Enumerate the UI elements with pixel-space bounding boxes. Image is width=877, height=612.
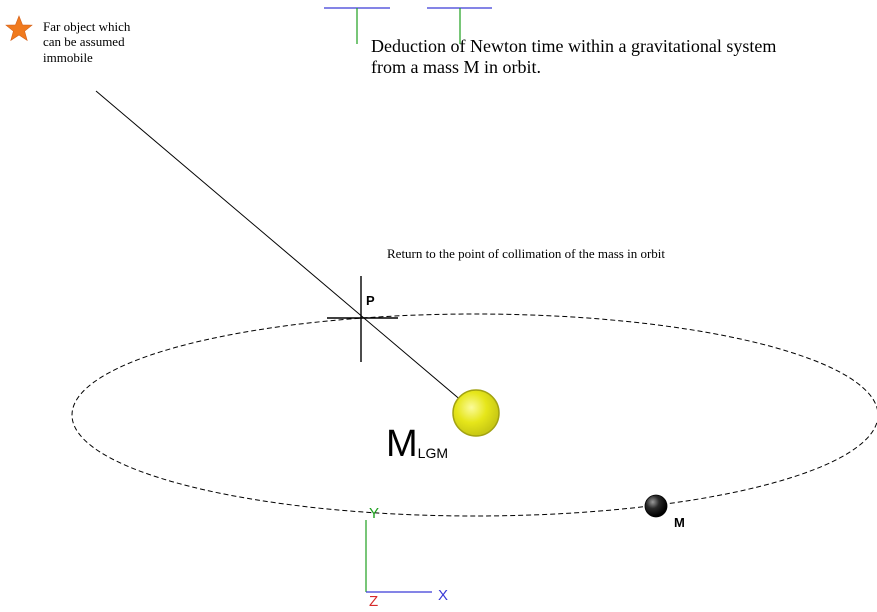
- axis-y-label: Y: [369, 505, 379, 522]
- far-object-label-line-2: can be assumed: [43, 34, 125, 49]
- axis-z-label: Z: [369, 593, 378, 607]
- star-icon: [5, 15, 33, 42]
- central-mass-label: MLGM: [386, 423, 448, 465]
- central-mass-symbol: M: [386, 423, 418, 465]
- orbit-path: [71, 313, 877, 517]
- orbiting-mass-sphere: [644, 494, 668, 518]
- central-mass-sphere: [452, 389, 500, 437]
- collimation-line: [95, 90, 477, 414]
- top-markers: [324, 7, 492, 44]
- title-line-1: Deduction of Newton time within a gravit…: [371, 36, 776, 56]
- central-mass-subscript: LGM: [418, 445, 448, 461]
- title-line-2: from a mass M in orbit.: [371, 57, 541, 77]
- axis-x-label: X: [438, 587, 448, 604]
- orbiting-mass-label: M: [674, 515, 685, 530]
- point-p-label: P: [366, 293, 375, 308]
- far-object-label-line-1: Far object which: [43, 19, 131, 34]
- return-note: Return to the point of collimation of th…: [387, 246, 665, 261]
- far-object-label-line-3: immobile: [43, 50, 93, 65]
- axes-gizmo: Y X Z: [365, 505, 448, 610]
